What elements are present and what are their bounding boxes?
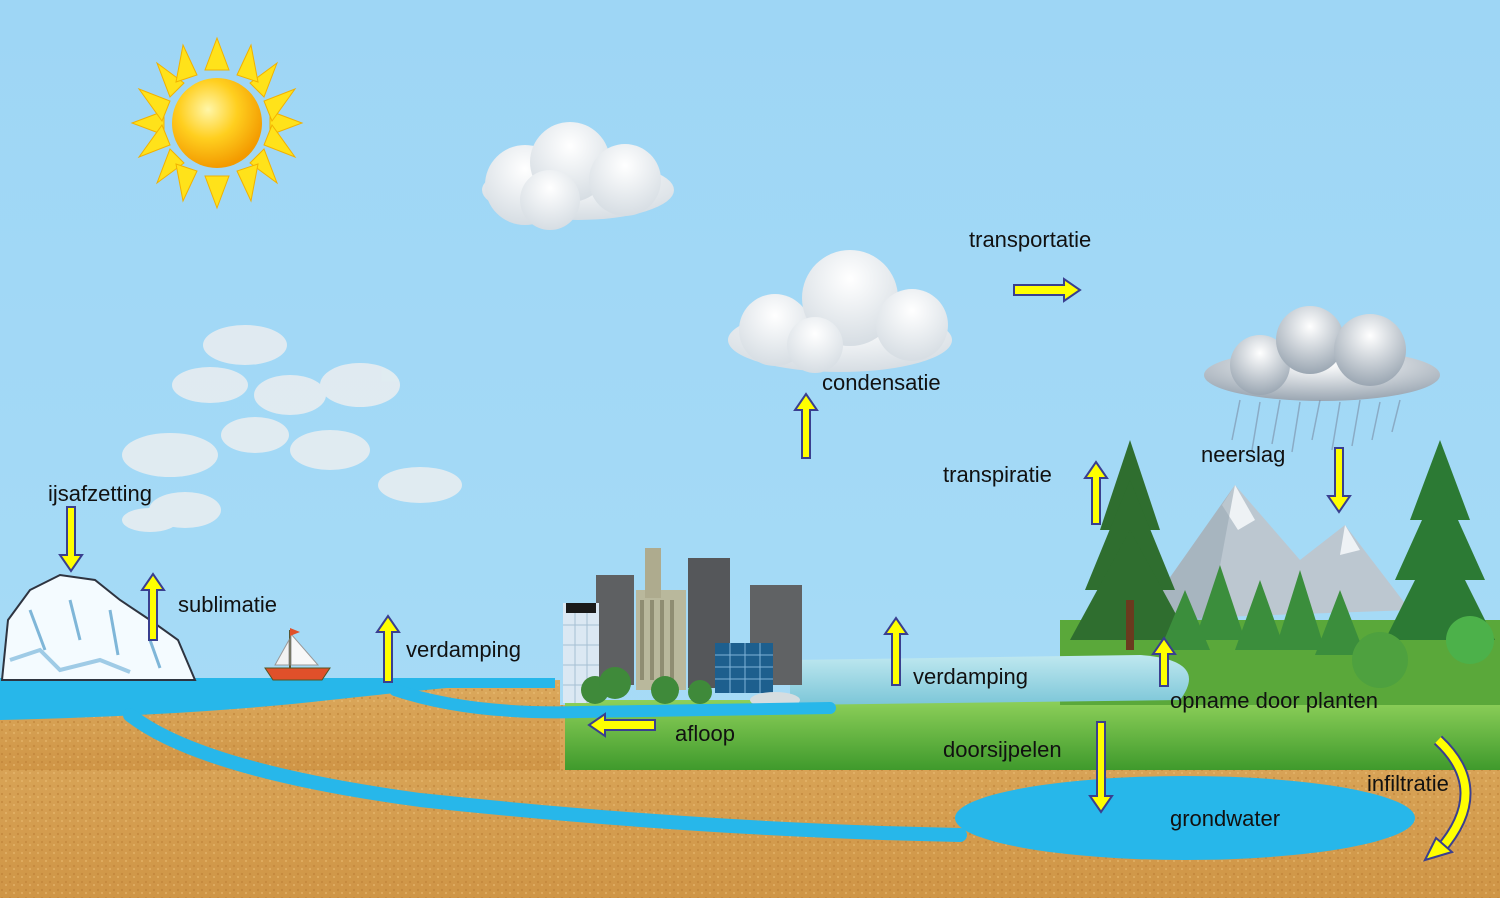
deposition-label: ijsafzetting — [48, 481, 152, 506]
sublimation-arrow — [140, 572, 166, 641]
percolation-arrow — [1088, 721, 1114, 814]
transport-arrow — [1013, 277, 1082, 303]
deposition-arrow — [58, 506, 84, 573]
forest-icon — [1070, 440, 1495, 688]
condensation-arrow — [793, 392, 819, 459]
evaporation-sea-label: verdamping — [406, 637, 521, 662]
underground-stream — [123, 708, 967, 842]
evaporation-lake-arrow — [883, 616, 909, 686]
groundwater-pool — [955, 776, 1415, 860]
plant-uptake-arrow — [1151, 636, 1177, 687]
wispy-clouds-icon — [122, 325, 462, 532]
rain-cloud-icon — [1204, 306, 1440, 453]
runoff-arrow — [587, 712, 656, 738]
sea — [0, 678, 555, 720]
runoff-label: afloop — [675, 721, 735, 746]
infiltration-arrow — [1423, 735, 1472, 862]
lake — [790, 655, 1189, 705]
evaporation-lake-label: verdamping — [913, 664, 1028, 689]
sailboat-icon — [264, 628, 331, 681]
transpiration-arrow — [1083, 460, 1109, 525]
transpiration-label: transpiratie — [943, 462, 1052, 487]
groundwater-label: grondwater — [1170, 806, 1281, 831]
iceberg-icon — [0, 573, 197, 681]
city-icon — [563, 548, 802, 708]
sun-icon — [130, 36, 304, 210]
plant-uptake-label: opname door planten — [1170, 688, 1378, 713]
percolation-label: doorsijpelen — [943, 737, 1062, 762]
transport-label: transportatie — [969, 227, 1092, 252]
evaporation-sea-arrow — [375, 614, 401, 683]
precipitation-arrow — [1326, 447, 1352, 514]
condensation-label: condensatie — [822, 370, 941, 395]
precipitation-label: neerslag — [1201, 442, 1286, 467]
cloud-icon — [482, 122, 674, 230]
runoff-stream — [389, 684, 836, 719]
infiltration-label: infiltratie — [1367, 771, 1449, 796]
condensation-cloud-icon — [728, 250, 952, 373]
sublimation-label: sublimatie — [178, 592, 278, 617]
